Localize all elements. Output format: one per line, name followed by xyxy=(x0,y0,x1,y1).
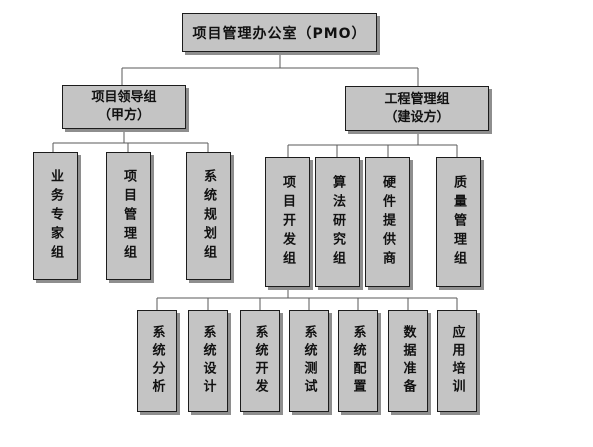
pmo-root-box: 项目管理办公室（PMO） xyxy=(182,13,377,52)
system-design-box: 系统设计 xyxy=(188,310,228,412)
project-development-group-label: 项目开发组 xyxy=(280,174,295,270)
system-testing-label: 系统测试 xyxy=(301,325,317,397)
project-management-group-box: 项目管理组 xyxy=(106,152,151,280)
application-training-label: 应用培训 xyxy=(449,325,465,397)
engineering-group-box: 工程管理组 （建设方） xyxy=(345,86,489,131)
project-development-group-box: 项目开发组 xyxy=(265,157,310,287)
application-training-box: 应用培训 xyxy=(437,310,477,412)
system-configuration-box: 系统配置 xyxy=(338,310,378,412)
system-analysis-box: 系统分析 xyxy=(137,310,177,412)
project-management-group-label: 项目管理组 xyxy=(121,168,136,264)
leadership-group-subtitle: （甲方） xyxy=(97,108,150,123)
system-testing-box: 系统测试 xyxy=(289,310,329,412)
pmo-root-label: 项目管理办公室（PMO） xyxy=(192,25,367,42)
system-development-box: 系统开发 xyxy=(240,310,280,412)
algorithm-research-group-label: 算法研究组 xyxy=(330,174,345,270)
quality-management-group-label: 质量管理组 xyxy=(451,174,466,270)
business-experts-group-label: 业务专家组 xyxy=(48,168,63,264)
business-experts-group-box: 业务专家组 xyxy=(33,152,78,280)
system-design-label: 系统设计 xyxy=(200,325,216,397)
quality-management-group-box: 质量管理组 xyxy=(436,157,481,287)
system-analysis-label: 系统分析 xyxy=(149,325,165,397)
system-development-label: 系统开发 xyxy=(252,325,268,397)
system-configuration-label: 系统配置 xyxy=(350,325,366,397)
system-planning-group-label: 系统规划组 xyxy=(201,168,216,264)
hardware-supplier-box: 硬件提供商 xyxy=(365,157,410,287)
system-planning-group-box: 系统规划组 xyxy=(186,152,231,280)
data-preparation-box: 数据准备 xyxy=(388,310,428,412)
hardware-supplier-label: 硬件提供商 xyxy=(380,174,395,270)
leadership-group-title: 项目领导组 xyxy=(91,90,157,105)
engineering-group-title: 工程管理组 xyxy=(384,91,450,107)
engineering-group-subtitle: （建设方） xyxy=(384,109,450,125)
leadership-group-box: 项目领导组 （甲方） xyxy=(62,85,186,129)
data-preparation-label: 数据准备 xyxy=(400,325,416,397)
algorithm-research-group-box: 算法研究组 xyxy=(315,157,360,287)
